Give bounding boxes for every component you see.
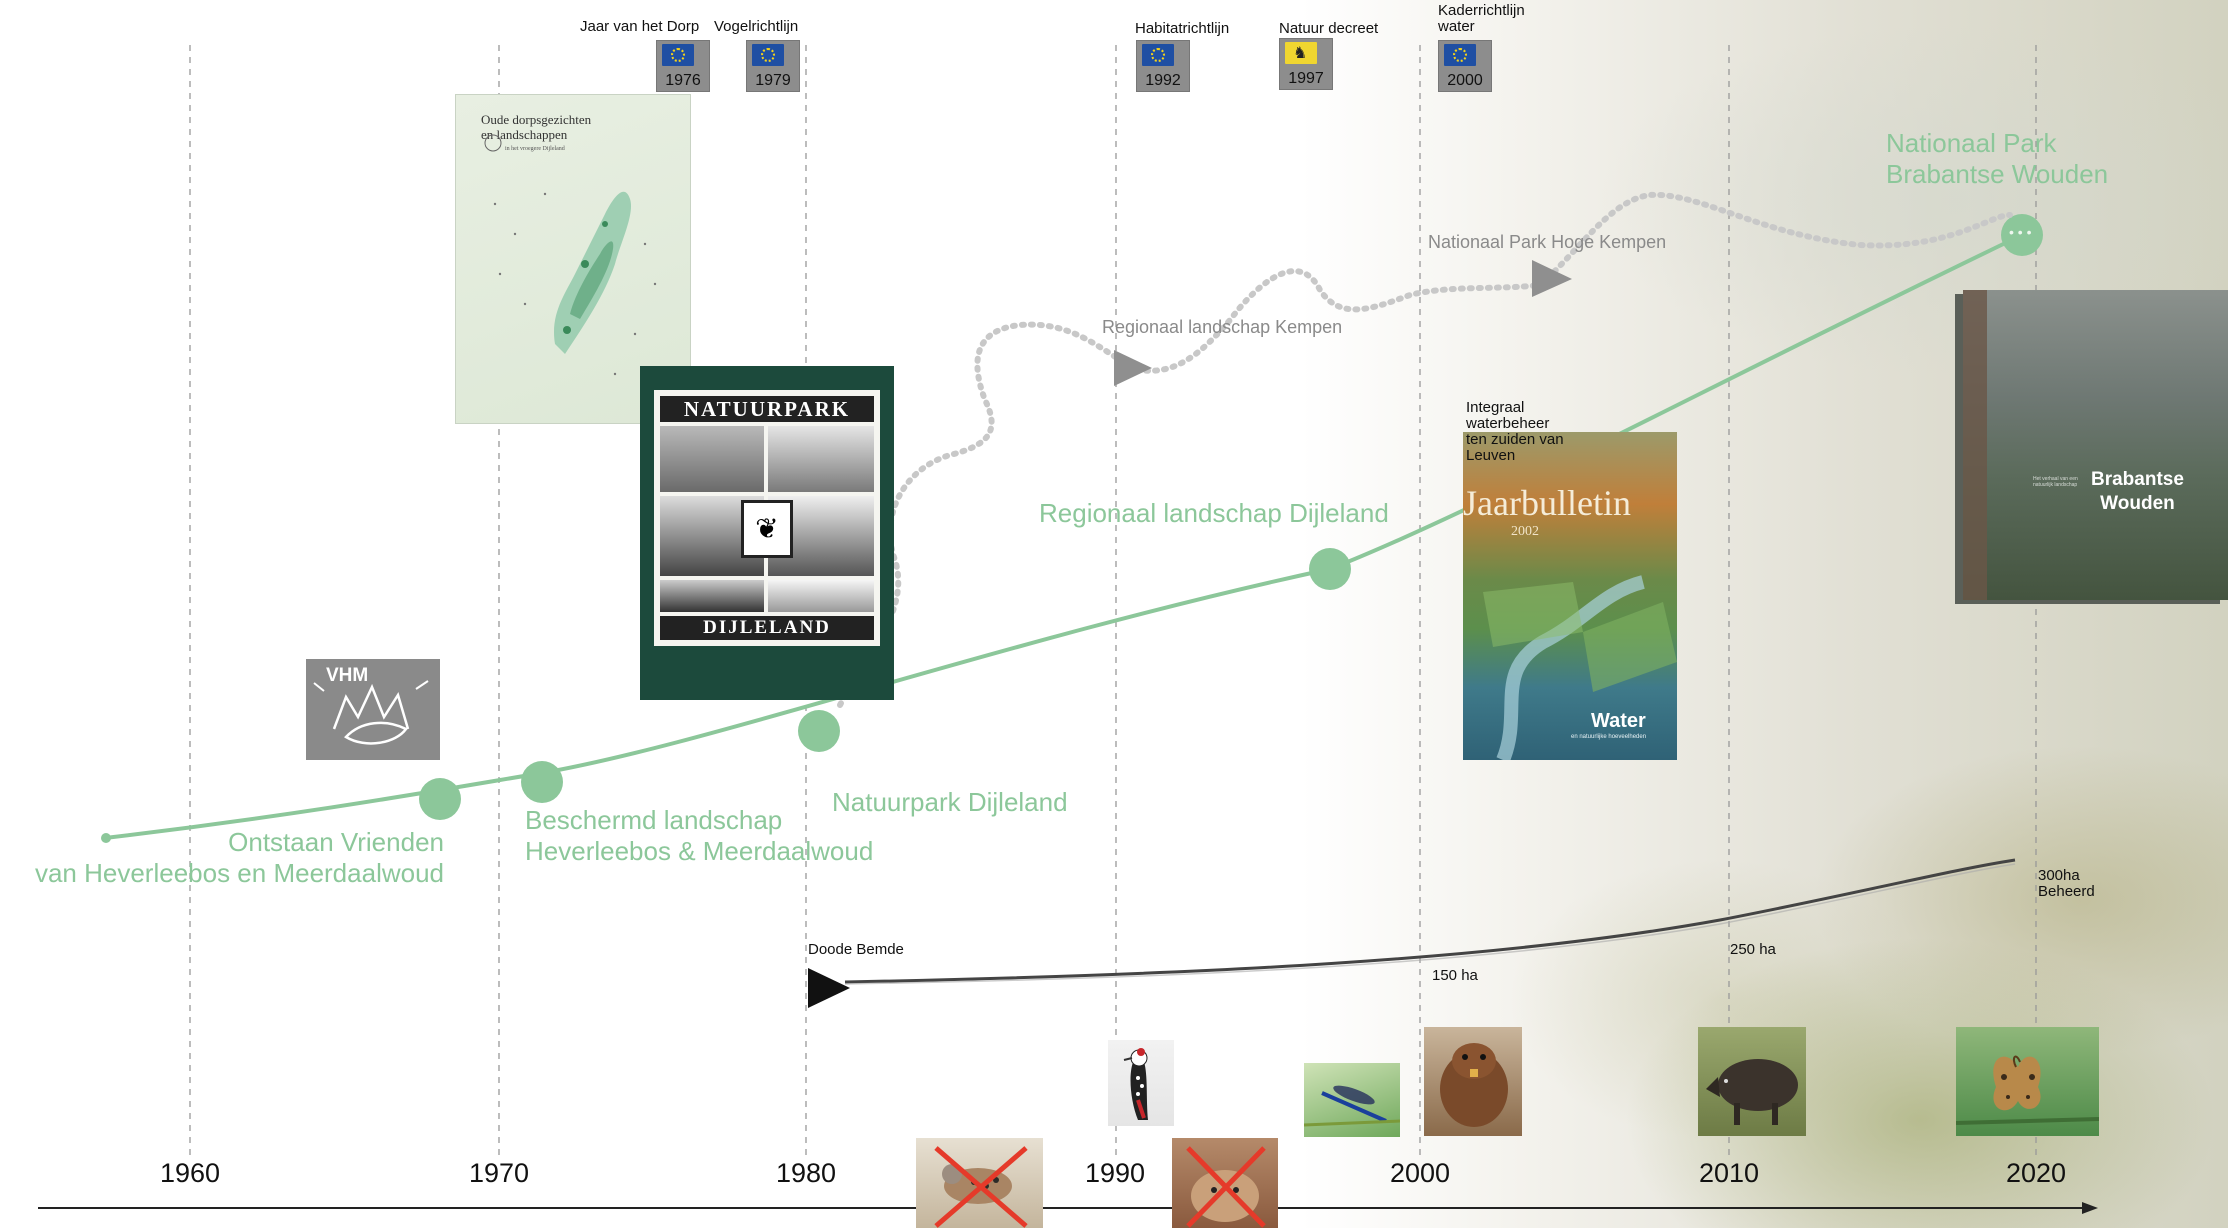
map-illustration: [484, 134, 657, 376]
photo-woodpecker: [1108, 1040, 1174, 1126]
flemish-flag-badge-1997: 1997: [1279, 38, 1333, 90]
eu-flag-icon: [662, 44, 694, 66]
directive-title-habitatrichtlijn: Habitatrichtlijn: [1135, 20, 1230, 37]
year-2000: 2000: [1389, 1158, 1451, 1188]
brabantse-subtitle: Het verhaal van een natuurlijk landschap: [2033, 476, 2078, 488]
label-250-ha: 250 ha: [1730, 941, 1776, 958]
milestone-dot-nationaal: [2001, 214, 2043, 256]
forest-background: [1300, 0, 2228, 1228]
hamster-illustration: [1186, 1146, 1266, 1228]
milestone-dot-regionaal: [1309, 548, 1351, 590]
directive-title-jaar-van-het-dorp: Jaar van het Dorp: [580, 18, 700, 35]
label-150-ha: 150 ha: [1432, 967, 1478, 984]
eu-flag-icon: [1444, 44, 1476, 66]
directive-year: 1992: [1145, 72, 1181, 89]
jaarbulletin-water: Water: [1591, 710, 1646, 732]
eu-flag-icon: [752, 44, 784, 66]
beheer-start-arrow: [808, 968, 850, 1008]
cover-photo-castle: [660, 426, 764, 492]
directive-year: 1979: [755, 72, 791, 89]
dijleland-cover-title: DIJLELAND: [660, 616, 874, 640]
photo-beaver: [1424, 1027, 1522, 1136]
oude-cover-title: Oude dorpsgezichten en landschappen: [481, 112, 592, 142]
directive-year: 1976: [665, 72, 701, 89]
photo-wild-boar: [1698, 1027, 1806, 1136]
photo-butterflies: [1956, 1027, 2099, 1136]
photo-damselfly: [1304, 1063, 1400, 1137]
turtle-dove-illustration: [934, 1146, 1028, 1228]
photo-hamster-crossed: [1172, 1138, 1278, 1228]
photo-turtle-dove-crossed: [916, 1138, 1043, 1228]
brabantse-title: Brabantse Wouden: [2091, 469, 2184, 514]
wild-boar-illustration: [1706, 1059, 1798, 1125]
cover-photo-snow: [768, 580, 874, 612]
dot-ellipsis-mark: • • •: [2009, 224, 2032, 240]
cross-out-line: [934, 1146, 1028, 1228]
jaarbulletin-title: Jaarbulletin: [1463, 483, 1631, 523]
book-cover-brabantse-wouden: Het verhaal van een natuurlijk landschap…: [1963, 290, 2228, 600]
label-natuurpark-dijleland: Natuurpark Dijleland: [832, 787, 1068, 817]
label-beschermd-landschap: Beschermd landschap Heverleebos & Meerda…: [525, 805, 874, 866]
book-spine: [1963, 290, 1987, 600]
year-1960: 1960: [159, 1158, 221, 1188]
label-regionaal-landschap-dijleland: Regionaal landschap Dijleland: [1039, 498, 1389, 528]
label-nationaal-park-hoge-kempen: Nationaal Park Hoge Kempen: [1428, 232, 1667, 252]
directive-year: 1997: [1288, 70, 1324, 87]
oude-cover-subtitle: in het vroegere Dijleland: [505, 146, 565, 152]
time-axis-arrow: [2082, 1202, 2098, 1214]
year-1970: 1970: [468, 1158, 530, 1188]
year-1990: 1990: [1084, 1158, 1146, 1188]
beheer-curve: [844, 858, 2016, 984]
vhm-logo: VHM: [306, 659, 440, 760]
eu-flag-badge-1979: 1979: [746, 40, 800, 92]
directive-title-natuur-decreet: Natuur decreet: [1279, 20, 1379, 37]
kempen-arrow-nationaal: [1532, 260, 1572, 297]
label-integraal-waterbeheer: Integraal waterbeheer ten zuiden van Leu…: [1466, 399, 1564, 464]
butterflies-illustration: [1956, 1055, 2099, 1125]
milestone-dot-vrienden: [419, 778, 461, 820]
eu-flag-icon: [1142, 44, 1174, 66]
crown-hand-icon: [313, 680, 429, 745]
cover-photo-frame: NATUURPARK ❦ DIJLELAND: [654, 390, 880, 646]
river-aerial-illustration: [1483, 575, 1677, 760]
label-nationaal-park-brabantse-wouden: Nationaal Park Brabantse Wouden: [1886, 128, 2109, 189]
directive-title-kaderrichtlijn-water: Kaderrichtlijn water: [1438, 2, 1525, 35]
year-1980: 1980: [775, 1158, 837, 1188]
label-regionaal-landschap-kempen: Regionaal landschap Kempen: [1102, 317, 1343, 337]
directive-year: 2000: [1447, 72, 1483, 89]
milestone-dot-beschermd: [521, 761, 563, 803]
kempen-arrow-regionaal: [1114, 350, 1152, 386]
woodpecker-illustration: [1123, 1048, 1148, 1120]
cover-photo-plough: [660, 580, 764, 612]
beaver-illustration: [1440, 1043, 1508, 1127]
damselfly-illustration: [1304, 1085, 1400, 1127]
vhm-logo-text: VHM: [326, 665, 369, 686]
kempen-path: [837, 191, 2013, 708]
flemish-lion-icon: [1285, 42, 1317, 64]
cover-photo-field: [768, 426, 874, 492]
jaarbulletin-year: 2002: [1511, 524, 1539, 539]
book-cover-jaarbulletin: Jaarbulletin 2002 Water en natuurlijke h…: [1463, 432, 1677, 760]
natuurpark-cover-title: NATUURPARK: [660, 396, 874, 422]
cross-out-line: [1186, 1146, 1266, 1228]
eu-flag-badge-1976: 1976: [656, 40, 710, 92]
book-cover-natuurpark-dijleland: NATUURPARK ❦ DIJLELAND: [640, 366, 894, 700]
milestone-dot-natuurpark: [798, 710, 840, 752]
eu-flag-badge-2000: 2000: [1438, 40, 1492, 92]
directive-title-vogelrichtlijn: Vogelrichtlijn: [714, 18, 799, 35]
eu-flag-badge-1992: 1992: [1136, 40, 1190, 92]
year-2010: 2010: [1698, 1158, 1760, 1188]
leaf-logo-icon: ❦: [741, 500, 793, 558]
jaarbulletin-water-sub: en natuurlijke hoeveelheden: [1571, 734, 1647, 740]
milestone-curve: [104, 233, 2023, 840]
milestone-dot-start: [101, 833, 111, 843]
label-vrienden: Ontstaan Vrienden van Heverleebos en Mee…: [34, 827, 444, 888]
label-300-ha-beheerd: 300ha Beheerd: [2038, 867, 2095, 900]
label-doode-bemde: Doode Bemde: [808, 941, 904, 958]
year-2020: 2020: [2005, 1158, 2067, 1188]
